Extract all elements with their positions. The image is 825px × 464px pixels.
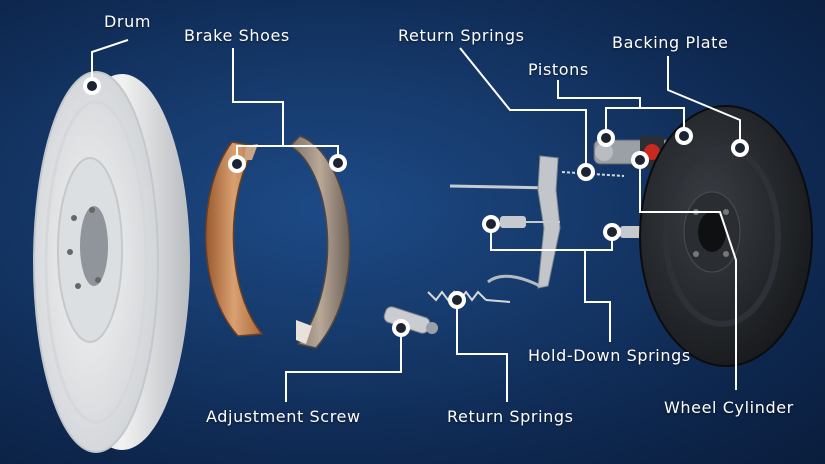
callout-dot-adjustment-screw [392, 319, 410, 337]
label-wheel-cylinder: Wheel Cylinder [664, 398, 794, 417]
leader-hold-down-left [490, 224, 611, 342]
callout-dot-return-spring-bottom [448, 291, 466, 309]
label-hold-down-springs: Hold-Down Springs [528, 346, 691, 365]
callout-dot-shoe-right [329, 154, 347, 172]
callout-dot-hold-down-right [603, 223, 621, 241]
leader-adjustment-screw [285, 328, 402, 402]
leader-wheel-cylinder [639, 160, 737, 390]
return-spring-lower-illustration [427, 290, 511, 303]
drum-illustration [33, 71, 190, 453]
callout-dot-wheel-cylinder [631, 151, 649, 169]
adjustment-screw-illustration [383, 306, 438, 334]
leader-return-springs-bottom [456, 300, 508, 402]
label-brake-shoes: Brake Shoes [184, 26, 290, 45]
callout-dot-hold-down-left [482, 215, 500, 233]
leader-brake-shoes [232, 48, 284, 146]
callout-dot-drum [83, 77, 101, 95]
callout-dot-piston-right [675, 127, 693, 145]
label-backing-plate: Backing Plate [612, 33, 729, 52]
callout-dot-return-spring-top [577, 163, 595, 181]
brake-shoes-illustration [204, 135, 351, 349]
callout-dot-shoe-left [228, 155, 246, 173]
leader-pistons-right [640, 107, 685, 136]
leader-drum [91, 39, 129, 86]
backing-plate-illustration [639, 105, 813, 367]
leader-pistons [557, 80, 641, 138]
leader-backing-plate [667, 56, 741, 148]
label-pistons: Pistons [528, 60, 589, 79]
callout-dot-piston-left [597, 129, 615, 147]
label-return-springs-top: Return Springs [398, 26, 525, 45]
label-adjustment-screw: Adjustment Screw [206, 407, 361, 426]
label-return-springs-bottom: Return Springs [447, 407, 574, 426]
callout-dot-backing-plate [731, 139, 749, 157]
leader-return-springs-top [459, 47, 587, 172]
callout-dots [83, 77, 749, 337]
label-drum: Drum [104, 12, 152, 31]
